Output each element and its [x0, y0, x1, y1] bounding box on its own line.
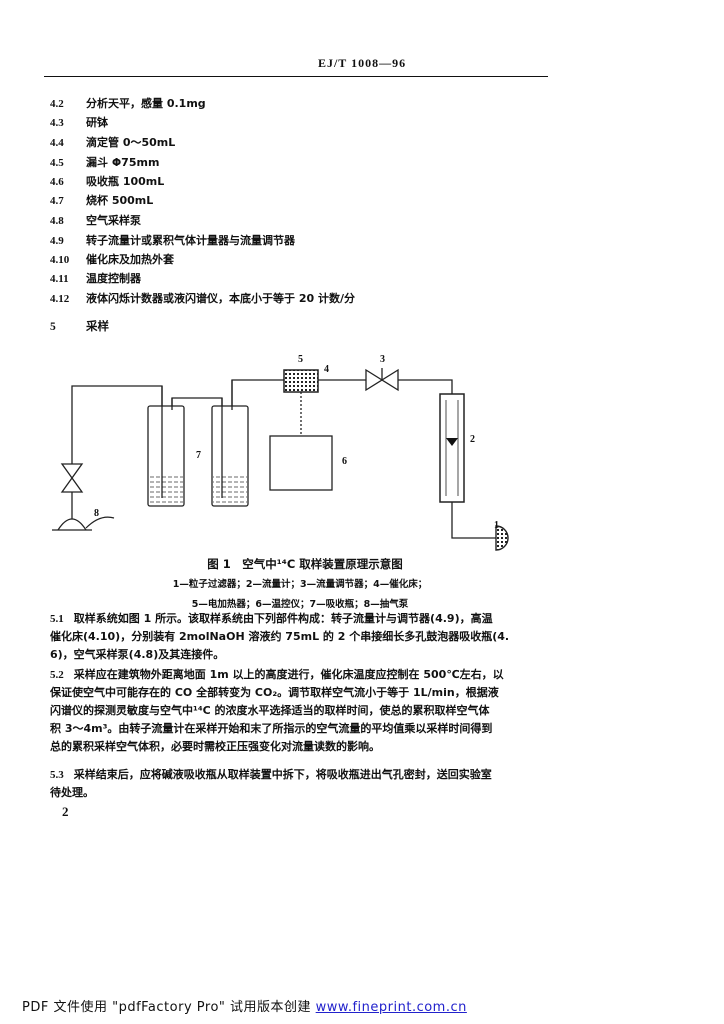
paragraph-text: 采样应在建筑物外距离地面 1m 以上的高度进行，催化床温度应控制在 500℃左右…: [73, 668, 504, 681]
paragraph-number: 5.3: [50, 769, 64, 781]
list-item: 4.4 滴定管 0～50mL: [50, 134, 175, 150]
inlet-valve: [60, 463, 84, 493]
label-1: 1: [494, 520, 499, 531]
paragraph-line: 待处理。: [50, 786, 94, 799]
item-number: 4.4: [50, 137, 64, 149]
item-text: 催化床及加热外套: [86, 253, 174, 266]
air-pump: [57, 518, 87, 531]
pdf-footer: PDF 文件使用 "pdfFactory Pro" 试用版本创建 www.fin…: [22, 996, 467, 1015]
list-item: 4.11 温度控制器: [50, 270, 141, 286]
item-text: 液体闪烁计数器或液闪谱仪，本底小于等于 20 计数/分: [86, 292, 355, 305]
list-item: 4.8 空气采样泵: [50, 212, 141, 228]
standard-code-header: EJ/T 1008—96: [317, 56, 407, 70]
item-number: 4.7: [50, 195, 64, 207]
pipe-to-filter: [451, 502, 496, 539]
item-number: 4.11: [50, 273, 69, 285]
label-2: 2: [470, 434, 475, 445]
absorbent-liquid-2: [213, 474, 247, 505]
paragraph-line: 5.3 采样结束后，应将碱液吸收瓶从取样装置中拆下，将吸收瓶进出气孔密封，送回实验…: [50, 766, 556, 784]
label-4: 4: [324, 364, 329, 375]
paragraph-number: 5.1: [50, 613, 64, 625]
item-number: 4.3: [50, 117, 64, 129]
item-text: 分析天平，感量 0.1mg: [86, 97, 206, 110]
item-number: 4.2: [50, 98, 64, 110]
particle-filter: [495, 525, 509, 551]
temperature-controller: [269, 435, 333, 491]
list-item: 4.5 漏斗 Φ75mm: [50, 154, 159, 170]
item-text: 研钵: [86, 116, 108, 129]
item-number: 4.9: [50, 235, 64, 247]
item-number: 4.6: [50, 176, 64, 188]
label-6: 6: [342, 456, 347, 467]
item-text: 转子流量计或累积气体计量器与流量调节器: [86, 234, 295, 247]
item-number: 4.12: [50, 293, 70, 305]
list-item: 4.6 吸收瓶 100mL: [50, 173, 164, 189]
paragraph-5-2: 5.2 采样应在建筑物外距离地面 1m 以上的高度进行，催化床温度应控制在 500…: [50, 666, 556, 756]
paragraph-5-3: 5.3 采样结束后，应将碱液吸收瓶从取样装置中拆下，将吸收瓶进出气孔密封，送回实验…: [50, 766, 556, 802]
paragraph-line: 6)，空气采样泵(4.8)及其连接件。: [50, 648, 225, 661]
item-number: 4.8: [50, 215, 64, 227]
page-number: 2: [62, 804, 69, 819]
list-item: 4.10 催化床及加热外套: [50, 251, 174, 267]
item-number: 4.10: [50, 254, 70, 266]
footer-link[interactable]: www.fineprint.com.cn: [315, 1000, 467, 1015]
catalytic-bed-heater: [283, 369, 319, 393]
paragraph-line: 5.1 取样系统如图 1 所示。该取样系统由下列部件构成：转子流量计与调节器(4.…: [50, 610, 556, 628]
paragraph-line: 保证使空气中可能存在的 CO 全部转变为 CO₂。调节取样空气流小于等于 1L/…: [50, 686, 499, 699]
footer-text: PDF 文件使用 "pdfFactory Pro" 试用版本创建: [22, 1000, 316, 1015]
label-8: 8: [94, 508, 99, 519]
paragraph-line: 积 3～4m³。由转子流量计在采样开始和末了所指示的空气流量的平均值乘以采样时间…: [50, 722, 493, 735]
absorbent-liquid-1: [149, 474, 183, 505]
rotameter-float: [446, 438, 458, 446]
item-text: 漏斗 Φ75mm: [86, 156, 160, 169]
item-text: 温度控制器: [86, 272, 141, 285]
paragraph-text: 取样系统如图 1 所示。该取样系统由下列部件构成：转子流量计与调节器(4.9)，…: [73, 612, 493, 625]
rotameter-flowmeter: [439, 393, 465, 503]
item-text: 滴定管 0～50mL: [86, 136, 176, 149]
list-item: 4.9 转子流量计或累积气体计量器与流量调节器: [50, 232, 295, 248]
pump-outlet: [85, 516, 115, 529]
paragraph-number: 5.2: [50, 669, 64, 681]
section-title: 采样: [86, 319, 109, 333]
section-number: 5: [50, 321, 56, 333]
list-item: 4.12 液体闪烁计数器或液闪谱仪，本底小于等于 20 计数/分: [50, 290, 355, 306]
label-7: 7: [196, 450, 201, 461]
item-number: 4.5: [50, 157, 64, 169]
list-item: 4.3 研钵: [50, 114, 108, 130]
paragraph-5-1: 5.1 取样系统如图 1 所示。该取样系统由下列部件构成：转子流量计与调节器(4.…: [50, 610, 556, 664]
label-5: 5: [298, 354, 303, 365]
pipe-to-flowmeter: [398, 379, 453, 394]
figure-legend-line-1: 1—粒子过滤器；2—流量计；3—流量调节器；4—催化床；: [172, 579, 428, 590]
header-rule: [44, 76, 548, 77]
figure-title: 图 1 空气中¹⁴C 取样装置原理示意图: [207, 557, 403, 571]
item-text: 烧杯 500mL: [86, 194, 154, 207]
paragraph-line: 5.2 采样应在建筑物外距离地面 1m 以上的高度进行，催化床温度应控制在 500…: [50, 666, 556, 684]
section-heading: 5 采样: [50, 318, 109, 334]
paragraph-line: 催化床(4.10)，分别装有 2molNaOH 溶液约 75mL 的 2 个串接…: [50, 630, 510, 643]
sampling-apparatus-diagram: 1 2 3 4 5 6 7 8: [52, 354, 509, 551]
label-3: 3: [380, 354, 385, 365]
figure-legend-line-2: 5—电加热器；6—温控仪；7—吸收瓶；8—抽气泵: [191, 599, 409, 610]
item-text: 空气采样泵: [86, 214, 141, 227]
paragraph-line: 总的累积采样空气体积，必要时需校正压强变化对流量读数的影响。: [50, 740, 380, 753]
item-text: 吸收瓶 100mL: [86, 175, 165, 188]
paragraph-line: 闪谱仪的探测灵敏度与空气中¹⁴C 的浓度水平选择适当的取样时间，使总的累积取样空…: [50, 704, 490, 717]
list-item: 4.7 烧杯 500mL: [50, 192, 153, 208]
paragraph-text: 采样结束后，应将碱液吸收瓶从取样装置中拆下，将吸收瓶进出气孔密封，送回实验室: [73, 768, 492, 781]
list-item: 4.2 分析天平，感量 0.1mg: [50, 95, 206, 111]
